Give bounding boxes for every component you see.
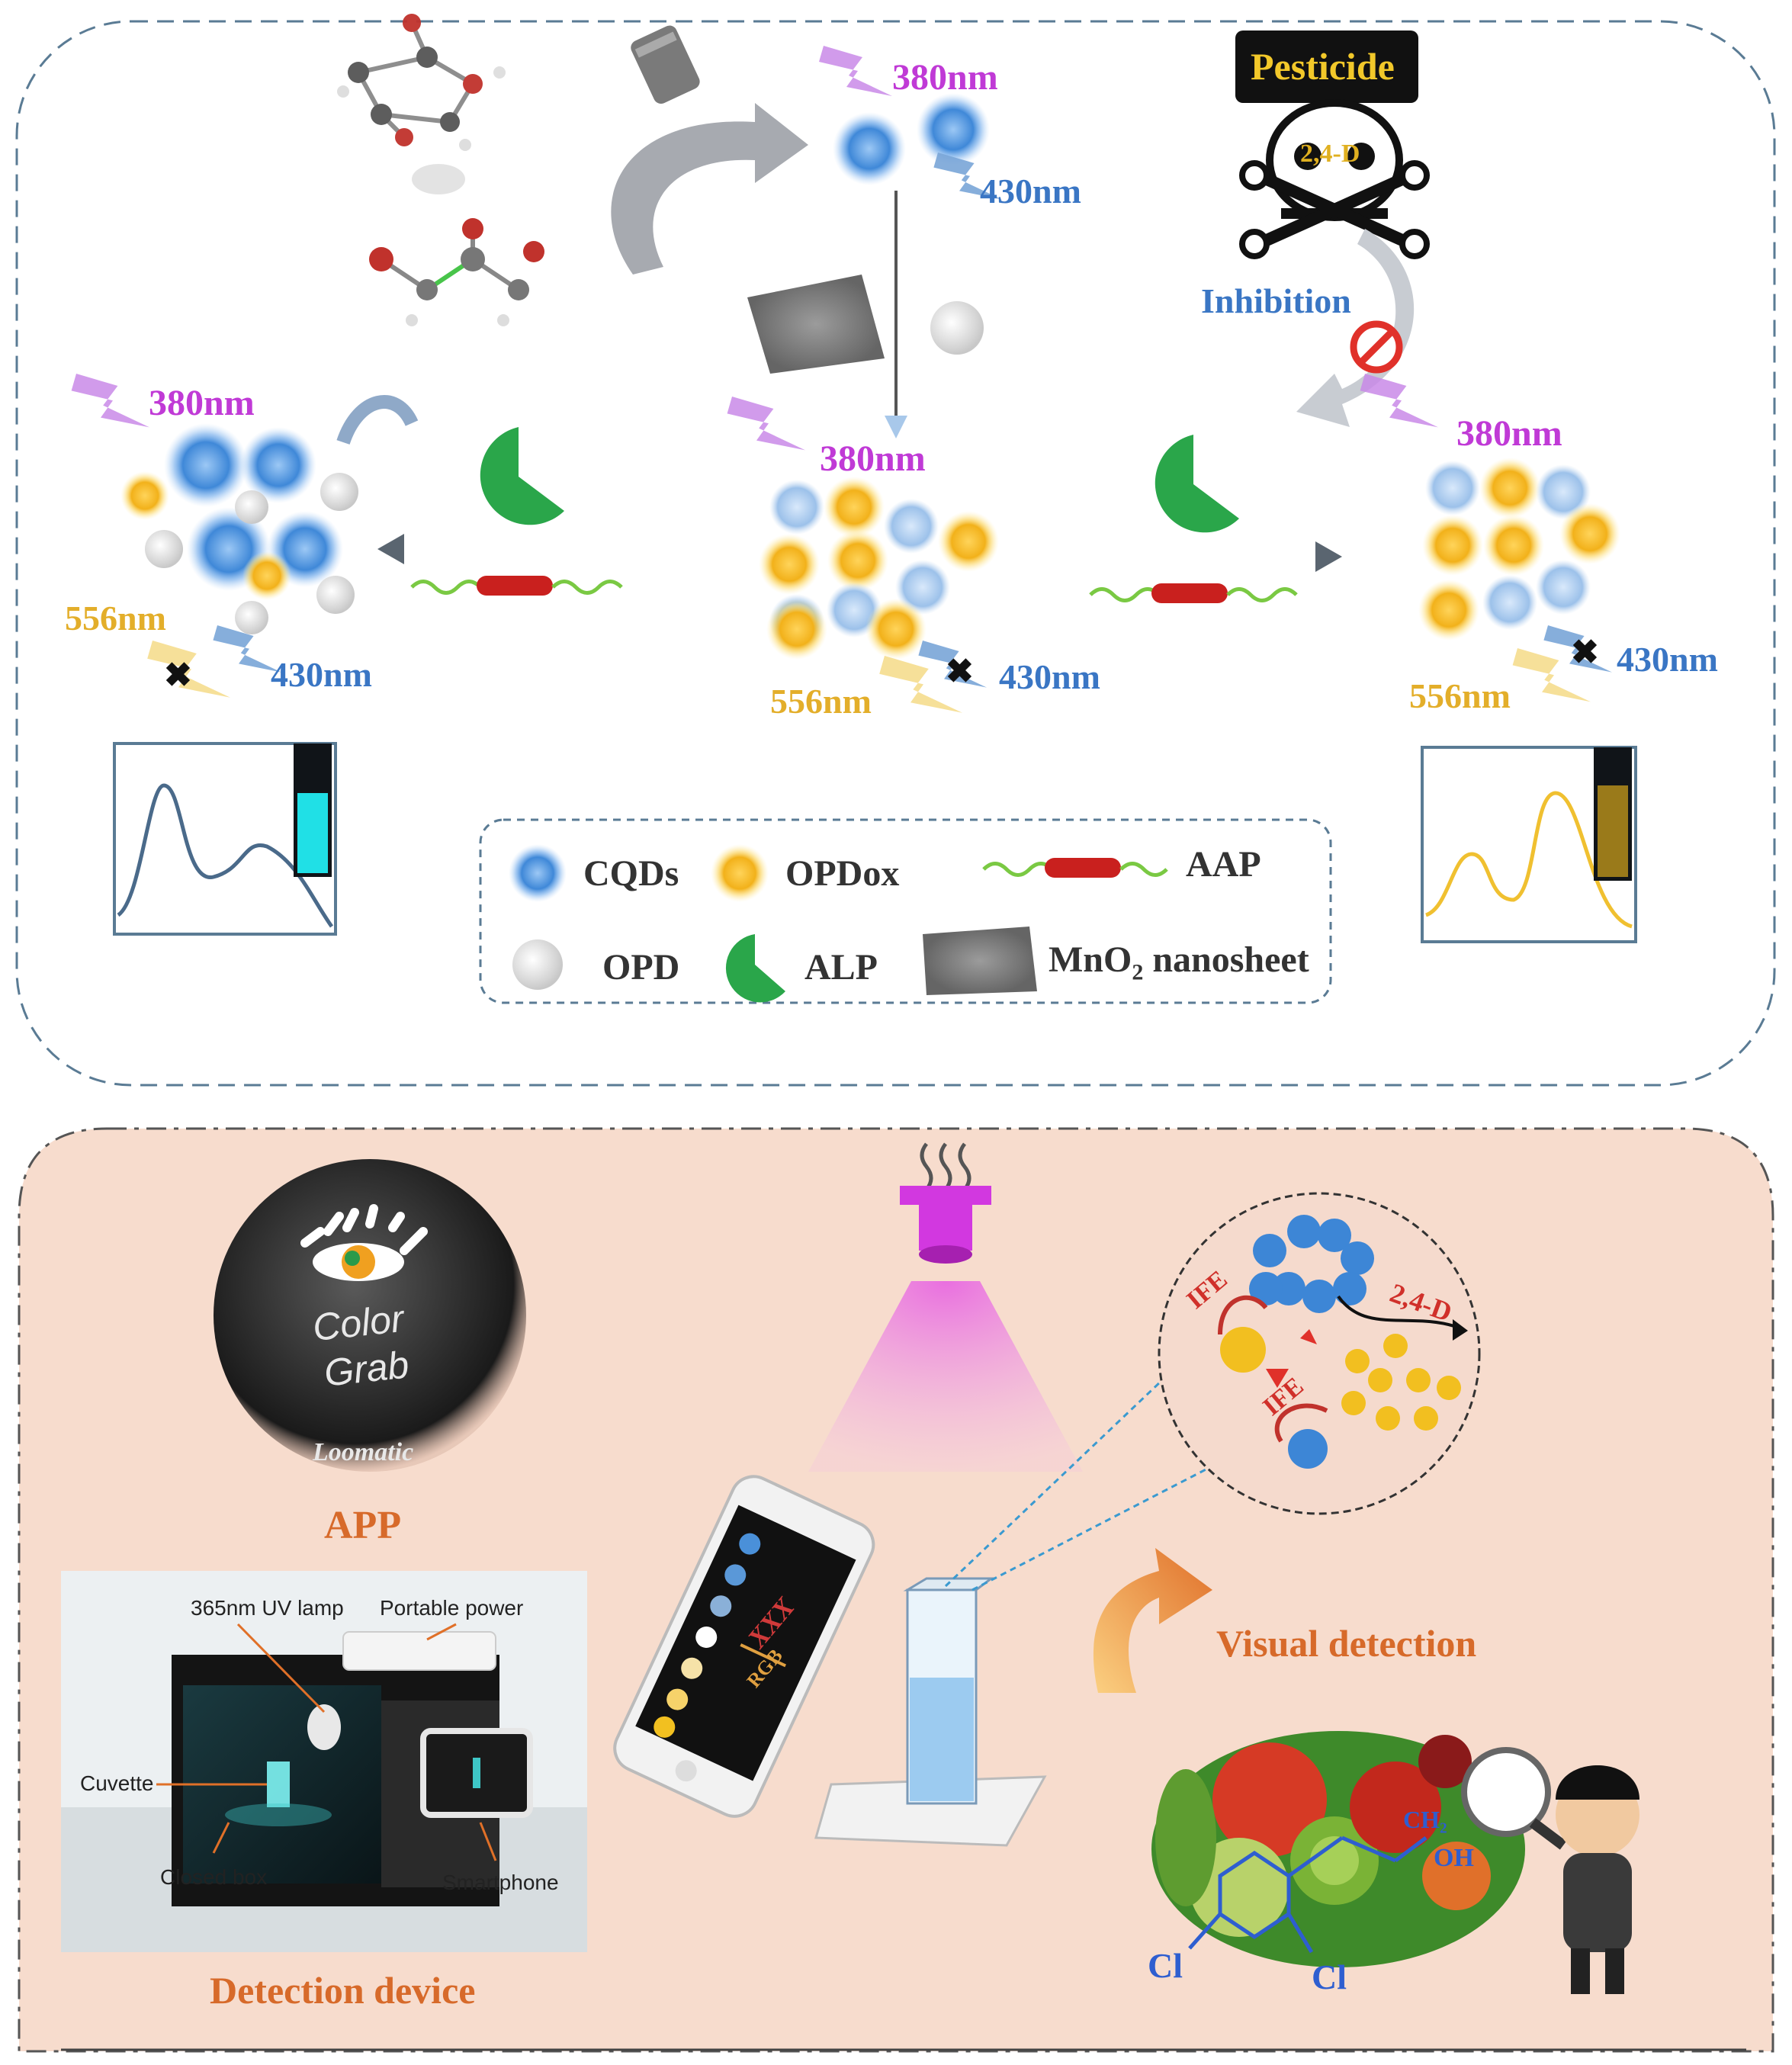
chem-label-cl-2: Cl [1312, 1957, 1347, 1996]
legend-aap-label: AAP [1186, 844, 1261, 885]
label-556nm-center: 556nm [770, 682, 872, 721]
legend-opdox-swatch [711, 844, 769, 902]
cqd-top-1 [833, 112, 906, 185]
spectrum-left [113, 742, 337, 936]
label-380nm-right: 380nm [1456, 413, 1562, 454]
legend-mno2-swatch [923, 927, 1037, 995]
cuvette-icon [814, 1577, 1047, 1847]
label-430nm-right: 430nm [1617, 640, 1718, 679]
app-label: APP [324, 1504, 402, 1547]
legend-alp-swatch [725, 934, 785, 1003]
top-panel-border [15, 20, 1776, 1087]
opdox-left-2 [242, 551, 291, 600]
label-430nm-center: 430nm [999, 657, 1100, 696]
label-380nm-center: 380nm [820, 438, 926, 479]
app-logo-text-color: Color [310, 1296, 406, 1350]
bolt-380-top [819, 46, 892, 96]
svg-text:✖: ✖ [1571, 634, 1599, 671]
uv-beam [808, 1281, 1083, 1472]
label-556nm-right: 556nm [1409, 676, 1511, 715]
device-label-portable-power: Portable power [380, 1596, 524, 1620]
app-logo-brand: Loomatic [313, 1438, 414, 1466]
label-556nm-left: 556nm [65, 599, 166, 637]
chem-label-ch2: CH₂ [1403, 1806, 1447, 1833]
chem-label-cl-1: Cl [1148, 1946, 1183, 1985]
smartphone-icon [613, 1475, 875, 1818]
app-logo [214, 1159, 526, 1472]
label-380nm-left: 380nm [149, 383, 255, 423]
device-label-cuvette: Cuvette [80, 1771, 154, 1795]
svg-text:✖: ✖ [164, 657, 192, 694]
spectrum-right [1421, 746, 1637, 943]
zoom-circle [1158, 1192, 1481, 1515]
device-label-smartphone: Smartphone [442, 1871, 559, 1894]
legend-box [479, 818, 1332, 1004]
alp-left [480, 427, 564, 525]
legend-cqd-swatch [509, 844, 567, 902]
label-380nm-top: 380nm [892, 57, 998, 98]
app-logo-text-grab: Grab [322, 1343, 411, 1395]
device-label-uv-lamp: 365nm UV lamp [191, 1596, 344, 1620]
opdox-left-1 [120, 471, 169, 520]
pesticide-name: 2,4-D [1300, 140, 1360, 168]
2-4-d-structure [1188, 1835, 1427, 1954]
device-label-closed-box: Closed box [160, 1865, 268, 1889]
inhibition-label: Inhibition [1201, 281, 1351, 320]
svg-text:✖: ✖ [946, 653, 974, 690]
no-sign-icon [1350, 320, 1403, 374]
reaction-arrow-blur [412, 164, 465, 194]
molecule-citric-acid [369, 218, 544, 326]
curved-arrow-inhibition [1296, 229, 1415, 427]
autoclave-icon [631, 25, 700, 104]
left-curl-arrow [336, 395, 419, 445]
legend-alp-label: ALP [804, 947, 878, 988]
chem-label-oh: OH [1434, 1844, 1474, 1872]
legend-mno2-label: MnO2 nanosheet [1049, 939, 1309, 985]
alp-right [1155, 435, 1239, 533]
visual-detection-label: Visual detection [1216, 1622, 1477, 1665]
legend-opd-label: OPD [602, 947, 680, 988]
mno2-sheet-center [747, 275, 885, 374]
detective-icon [1461, 1747, 1639, 1994]
label-430nm-top: 430nm [980, 172, 1081, 210]
arrow-left [377, 534, 644, 564]
curved-arrow-synthesis [611, 103, 808, 275]
detection-device-photo [61, 1571, 587, 1952]
cqd-left-2 [240, 427, 316, 503]
legend-cqds-label: CQDs [583, 853, 679, 894]
visual-detection-arrow [1093, 1548, 1212, 1693]
cqd-left-1 [164, 423, 248, 507]
opd-center [930, 301, 984, 355]
aap-right [1089, 583, 1298, 603]
arrow-right [1087, 541, 1342, 572]
label-430nm-left: 430nm [271, 655, 372, 694]
aap-left [410, 576, 623, 596]
pesticide-label: Pesticide [1251, 45, 1395, 88]
detection-device-caption: Detection device [210, 1969, 476, 2012]
legend-opdox-label: OPDox [785, 853, 900, 894]
legend-opd-swatch [512, 939, 563, 990]
legend-aap-swatch [1045, 858, 1121, 878]
molecule-glucose [337, 14, 506, 151]
skull-icon [1235, 31, 1430, 259]
app-logo-eye-icon [300, 1204, 428, 1281]
fruits-vegetables-image [1151, 1731, 1525, 1967]
cqd-top-2 [917, 93, 990, 166]
uv-lamp-icon [900, 1142, 991, 1264]
